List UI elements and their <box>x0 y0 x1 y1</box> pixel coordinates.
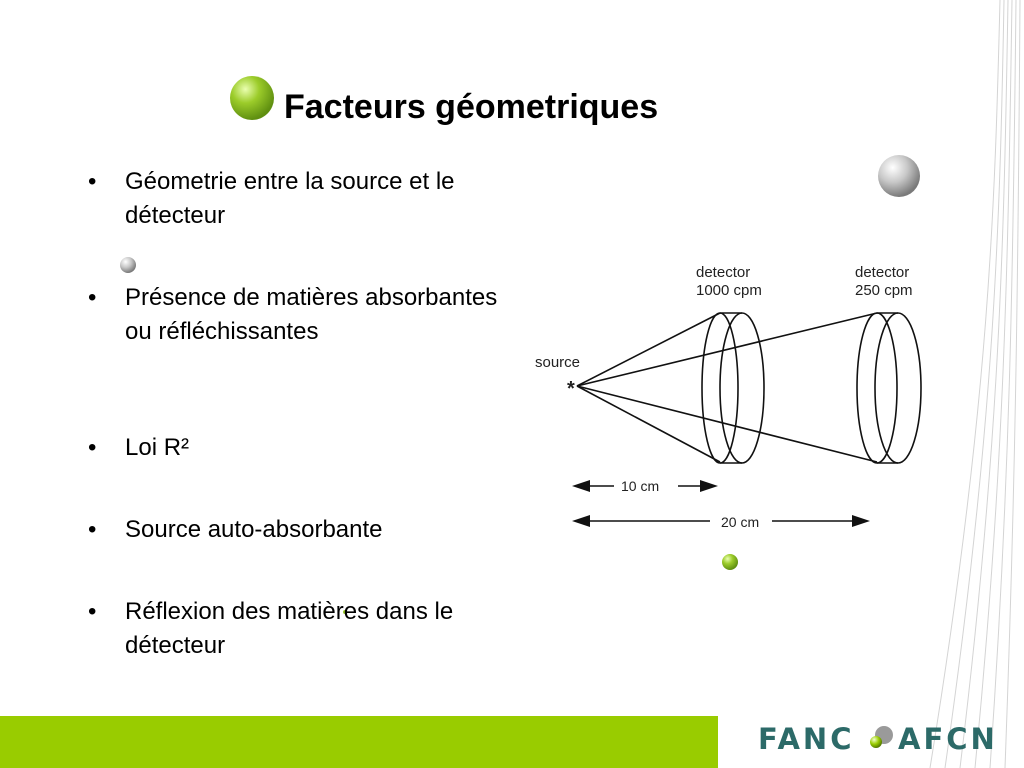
bullet-marker: • <box>88 598 97 625</box>
distance-near-label: 10 cm <box>621 478 659 494</box>
bullet-marker: • <box>88 284 97 311</box>
gray-sphere-large <box>878 155 920 197</box>
green-dot-tiny <box>343 610 347 614</box>
arrowhead <box>700 480 718 492</box>
ray-far-top <box>576 312 878 387</box>
arrowhead <box>572 480 590 492</box>
slide-title: Facteurs géometriques <box>284 88 659 126</box>
source-marker: * <box>567 378 575 400</box>
arrowhead <box>852 515 870 527</box>
detector-near-label: detector <box>696 264 750 281</box>
source-label: source <box>535 354 580 371</box>
ray-near-bottom <box>576 385 721 463</box>
detector-far-label: detector <box>855 264 909 281</box>
far-detector-back <box>874 312 922 464</box>
green-sphere-small <box>722 554 738 570</box>
bullet-text: Présence de matières absorbantes ou réfl… <box>125 284 498 345</box>
logo-text-afcn: AFCN <box>898 722 998 756</box>
green-sphere-title <box>230 76 274 120</box>
footer-bar <box>0 716 718 768</box>
bullet-marker: • <box>88 516 97 543</box>
bullet-marker: • <box>88 168 97 195</box>
logo-text-fanc: FANC <box>758 722 854 756</box>
detector-near-rate: 1000 cpm <box>696 282 762 299</box>
bullet-text: Géometrie entre la source et le détecteu… <box>125 168 455 229</box>
distance-far-label: 20 cm <box>721 514 759 530</box>
bullet-marker: • <box>88 434 97 461</box>
arrowhead <box>572 515 590 527</box>
far-detector-front <box>856 312 898 464</box>
bullet-text: Réflexion des matières dans le détecteur <box>125 598 454 659</box>
inverse-square-diagram: detector 1000 cpm detector 250 cpm sourc… <box>535 264 922 530</box>
ray-far-bottom <box>576 385 878 463</box>
bullet-text: Loi R² <box>125 434 190 461</box>
gray-sphere-small <box>120 257 136 273</box>
logo-sphere-green <box>870 736 882 748</box>
fanc-afcn-logo: FANC AFCN <box>758 722 998 756</box>
ray-near-top <box>576 312 721 387</box>
near-detector-back <box>719 312 765 464</box>
detector-far-rate: 250 cpm <box>855 282 913 299</box>
bullet-text: Source auto-absorbante <box>125 516 383 543</box>
